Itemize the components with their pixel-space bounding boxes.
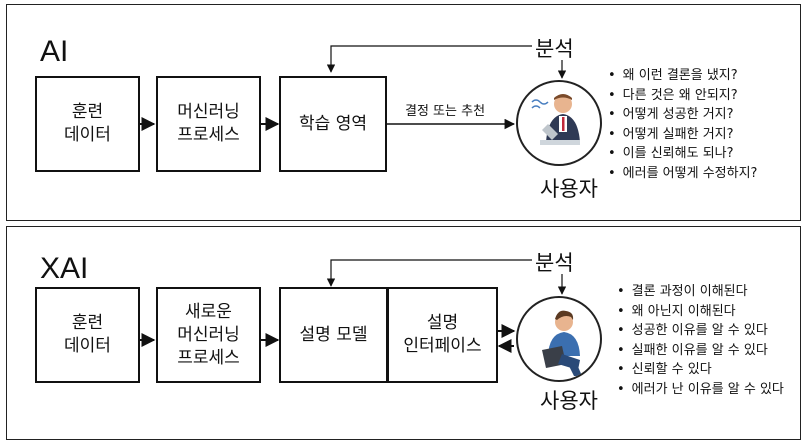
xai-training-data-box: 훈련 데이터 <box>35 287 140 383</box>
xai-ml-process-box: 새로운 머신러닝 프로세스 <box>156 287 261 383</box>
xai-analysis-feedback <box>326 259 532 287</box>
xai-analysis-label: 분석 <box>535 251 574 275</box>
list-item: 어떻게 성공한 거지? <box>608 105 757 125</box>
user-laptop-icon <box>542 310 582 376</box>
list-item: 이를 신뢰해도 되나? <box>608 144 757 164</box>
xai-title: XAI <box>40 252 89 285</box>
stressed-user-icon <box>531 94 580 145</box>
list-item: 실패한 이유를 알 수 있다 <box>617 341 784 361</box>
ai-panel <box>6 4 801 221</box>
list-item: 에러가 난 이유를 알 수 있다 <box>617 380 784 400</box>
list-item: 어떻게 실패한 거지? <box>608 125 757 145</box>
list-item: 왜 이런 결론을 냈지? <box>608 66 757 86</box>
ai-user-avatar <box>516 80 602 166</box>
xai-user-avatar <box>516 296 602 382</box>
ai-learning-box: 학습 영역 <box>279 76 387 172</box>
ai-user-label: 사용자 <box>540 177 598 201</box>
xai-model-box: 설명 모델 <box>279 287 388 383</box>
ai-title: AI <box>40 35 69 68</box>
list-item: 에러를 어떻게 수정하지? <box>608 164 758 184</box>
ai-ml-process-box: 머신러닝 프로세스 <box>156 76 261 172</box>
ai-analysis-feedback <box>326 45 532 73</box>
ai-decision-label: 결정 또는 추천 <box>405 104 486 119</box>
list-item: 다른 것은 왜 안되지? <box>608 86 757 106</box>
ai-question-list: 왜 이런 결론을 냈지? 다른 것은 왜 안되지? 어떻게 성공한 거지? 어떻… <box>608 66 758 184</box>
ai-training-data-box: 훈련 데이터 <box>35 76 140 172</box>
xai-user-label: 사용자 <box>540 389 598 413</box>
list-item: 성공한 이유를 알 수 있다 <box>617 321 784 341</box>
list-item: 결론 과정이 이해된다 <box>617 282 784 302</box>
xai-interface-box: 설명 인터페이스 <box>387 287 498 383</box>
list-item: 신뢰할 수 있다 <box>617 360 784 380</box>
xai-panel <box>6 226 801 440</box>
xai-statement-list: 결론 과정이 이해된다 왜 아닌지 이해된다 성공한 이유를 알 수 있다 실패… <box>617 282 784 400</box>
ai-analysis-label: 분석 <box>535 37 574 61</box>
list-item: 왜 아닌지 이해된다 <box>617 302 784 322</box>
